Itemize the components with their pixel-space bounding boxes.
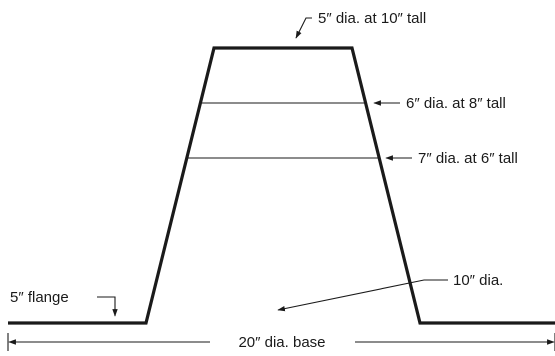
base-diameter-label: 20″ dia. base: [238, 334, 325, 351]
top-diameter-leader: [295, 17, 312, 39]
flange-label: 5″ flange: [10, 289, 69, 306]
bottom-diameter-leader: [277, 279, 448, 312]
cone-outline: [8, 46, 555, 325]
top-diameter-label: 5″ dia. at 10″ tall: [318, 10, 426, 27]
bottom-diameter-label: 10″ dia.: [453, 272, 503, 289]
flange-leader: [97, 296, 118, 317]
mid-upper-label: 6″ dia. at 8″ tall: [406, 95, 506, 112]
mid-lower-label: 7″ dia. at 6″ tall: [418, 150, 518, 167]
